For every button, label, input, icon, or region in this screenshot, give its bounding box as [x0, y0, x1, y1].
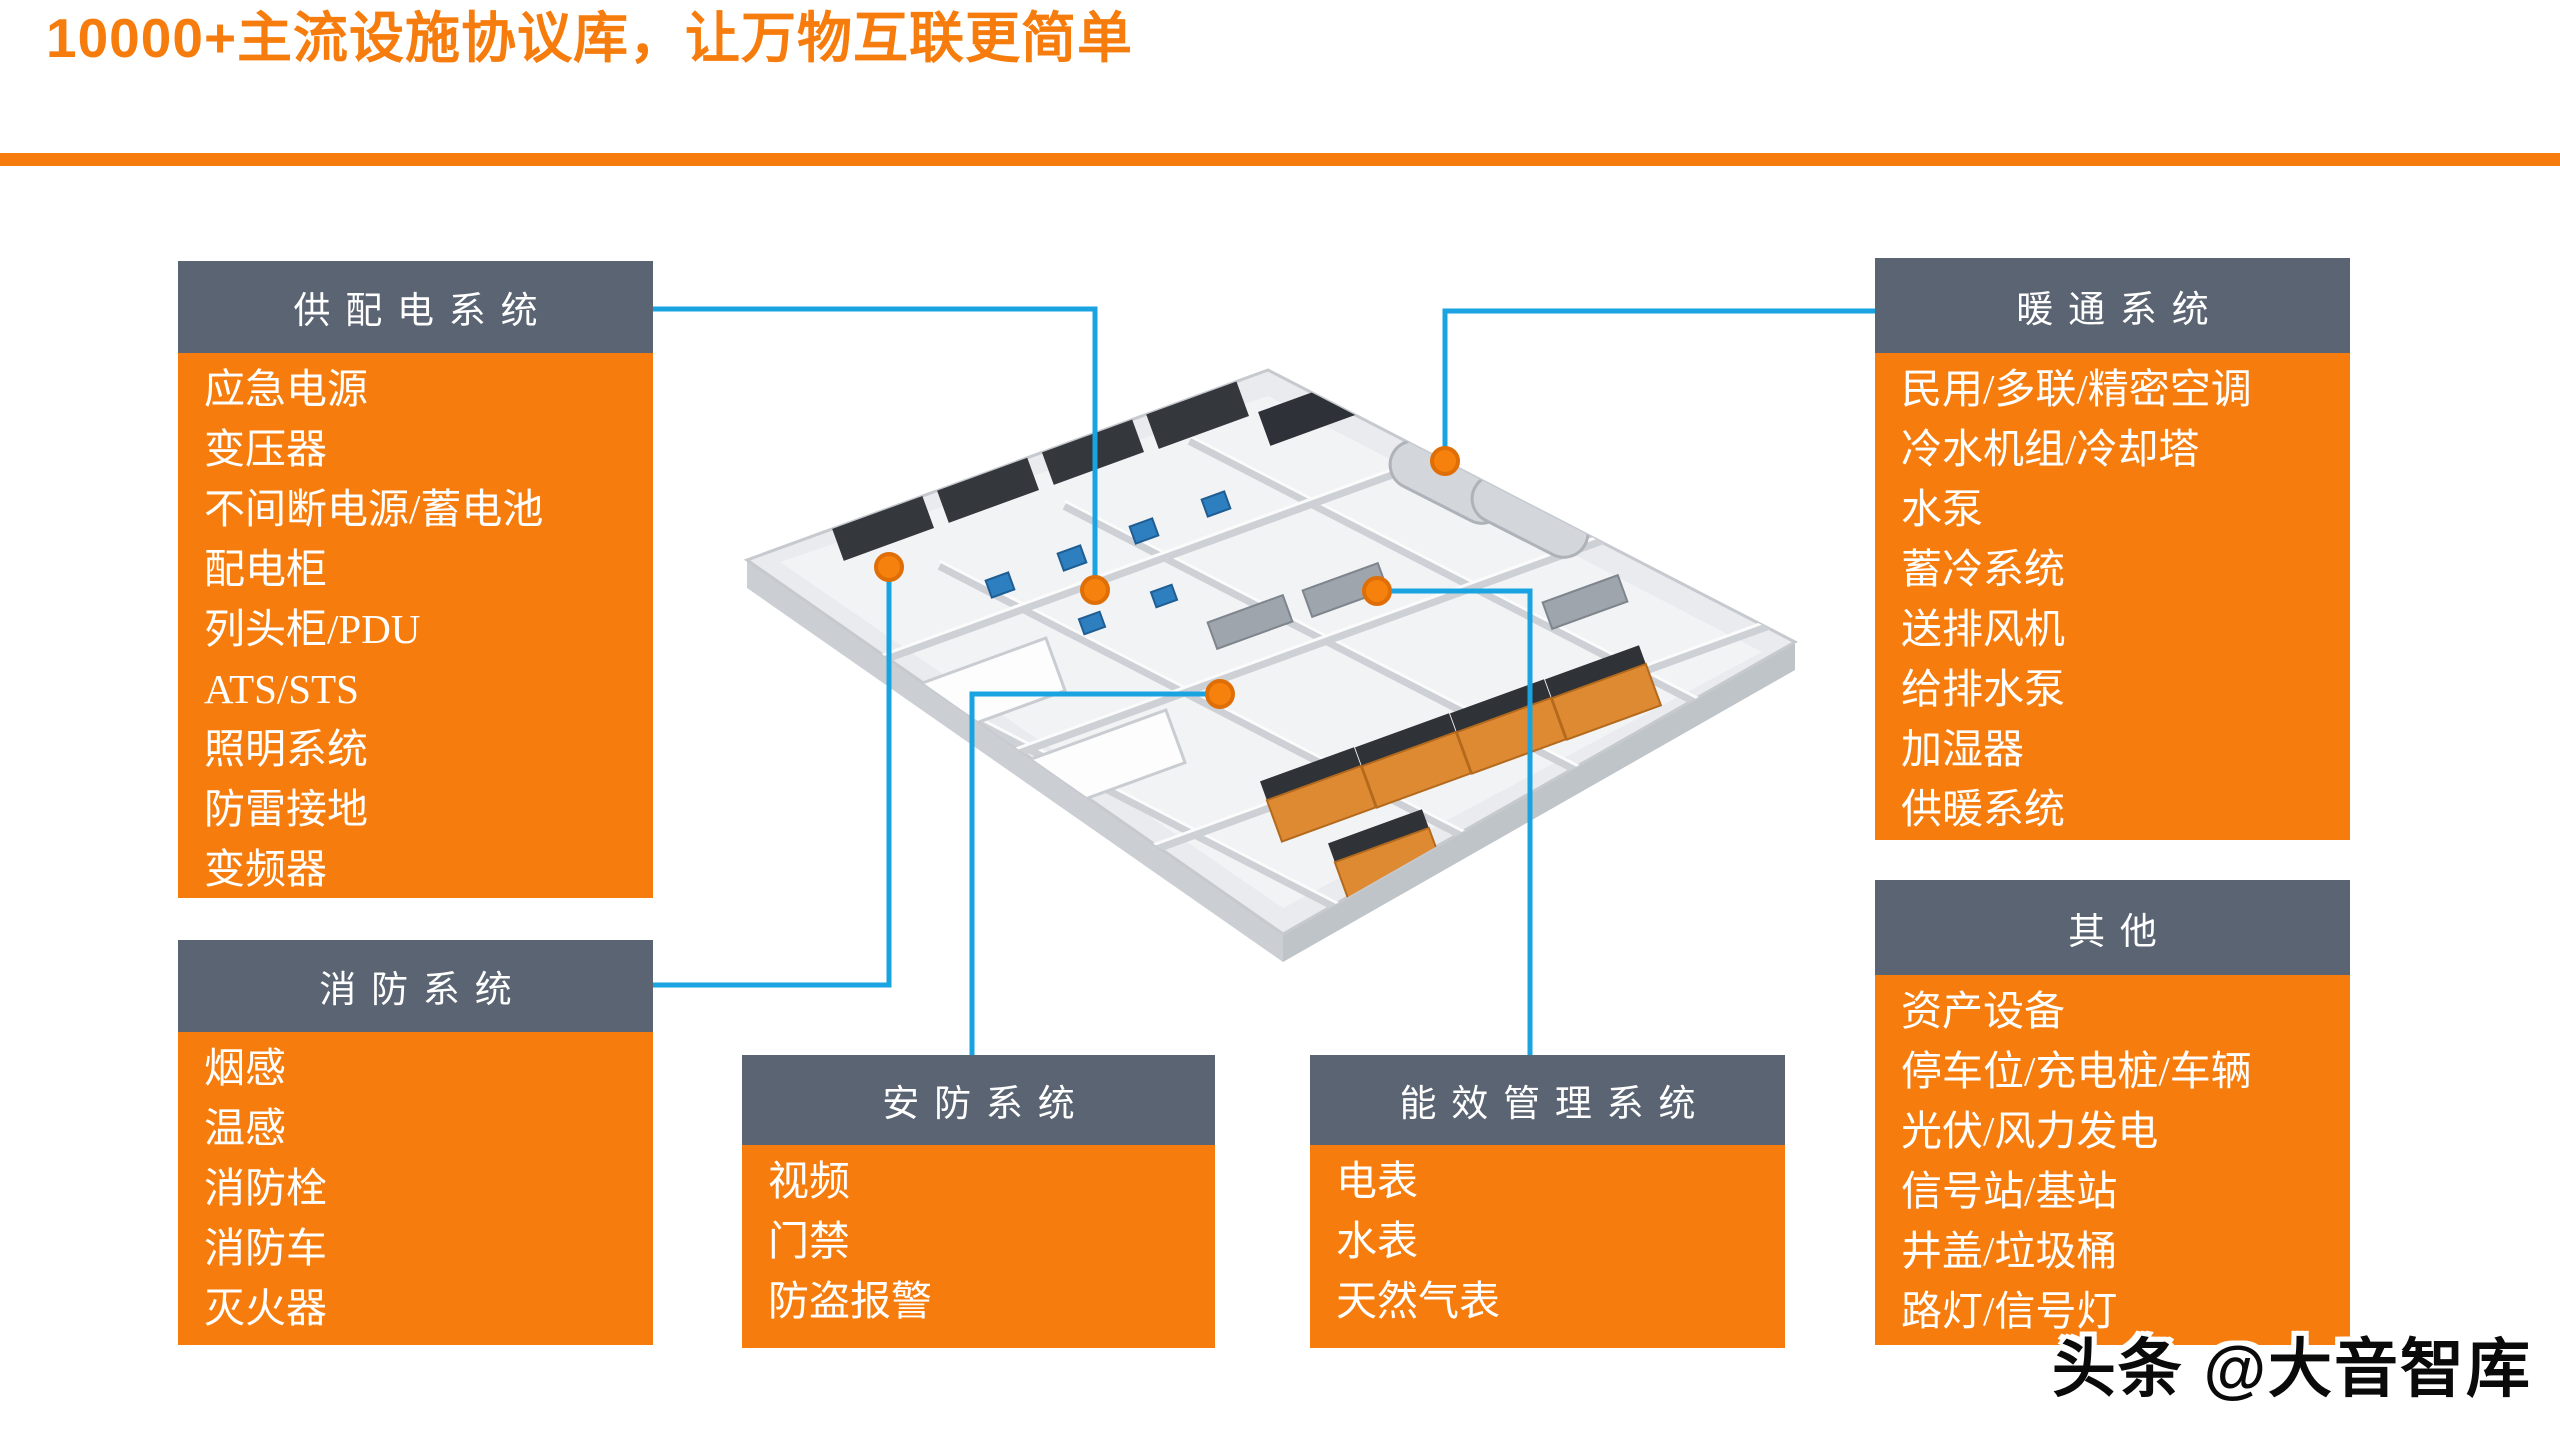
- watermark: 头条 @大音智库: [2051, 1333, 2532, 1405]
- panel-fire-protection-system: 消防系统 烟感温感消防栓消防车灭火器: [178, 940, 653, 1345]
- panel-item-list: 民用/多联/精密空调冷水机组/冷却塔水泵蓄冷系统送排风机给排水泵加湿器供暖系统: [1875, 353, 2350, 840]
- panel-energy-management-system: 能效管理系统 电表水表天然气表: [1310, 1055, 1785, 1348]
- panel-item: 加湿器: [1901, 726, 2024, 772]
- connection-dots: [874, 446, 1460, 709]
- panel-item: 列头柜/PDU: [204, 606, 421, 652]
- panel-item: 变压器: [204, 426, 327, 472]
- panel-power-distribution-system: 供配电系统 应急电源变压器不间断电源/蓄电池配电柜列头柜/PDU ATS/STS 照…: [178, 261, 653, 898]
- panel-item: 配电柜: [204, 546, 327, 592]
- cabinet-rows: [1206, 561, 1629, 651]
- panel-item: 停车位/充电桩/车辆: [1901, 1048, 2252, 1094]
- panel-item: 应急电源: [204, 366, 368, 412]
- panel-item-list: 资产设备停车位/充电桩/车辆光伏/风力发电信号站/基站井盖/垃圾桶路灯/信号灯: [1875, 975, 2350, 1345]
- floor-inner: [780, 396, 1762, 908]
- panel-item: 信号站/基站: [1901, 1168, 2118, 1214]
- panel-hvac-system: 暖通系统 民用/多联/精密空调冷水机组/冷却塔水泵蓄冷系统送排风机给排水泵加湿器…: [1875, 258, 2350, 840]
- panel-other-systems: 其他 资产设备停车位/充电桩/车辆光伏/风力发电信号站/基站井盖/垃圾桶路灯/信…: [1875, 880, 2350, 1345]
- panel-item: 蓄冷系统: [1901, 546, 2065, 592]
- connection-dot-power: [1080, 575, 1110, 605]
- panel-item-list: 电表水表天然气表: [1310, 1145, 1785, 1348]
- panel-item: 电表: [1336, 1158, 1418, 1204]
- connector-security: [969, 691, 1220, 1055]
- floor-slab-side: [747, 560, 1283, 962]
- panel-item: 资产设备: [1901, 988, 2065, 1034]
- floorplan-illustration: [743, 368, 1799, 962]
- connection-dot-hvac: [1430, 446, 1460, 476]
- pump-units: [984, 490, 1232, 636]
- panel-item: 路灯/信号灯: [1901, 1288, 2118, 1334]
- panel-item: 水泵: [1901, 486, 1983, 532]
- floor-slab-side: [1283, 642, 1795, 962]
- panel-item: 民用/多联/精密空调: [1901, 366, 2252, 412]
- panel-header: 其他: [1875, 880, 2350, 975]
- panel-item: 井盖/垃圾桶: [1901, 1228, 2118, 1274]
- panel-item: 防盗报警: [768, 1278, 932, 1324]
- panel-item: 供暖系统: [1901, 786, 2065, 832]
- panel-item: 送排风机: [1901, 606, 2065, 652]
- panel-header: 暖通系统: [1875, 258, 2350, 353]
- panel-item: 消防车: [204, 1225, 327, 1271]
- panel-item: 给排水泵: [1901, 666, 2065, 712]
- panel-header: 安防系统: [742, 1055, 1215, 1145]
- connection-dot-energy: [1362, 576, 1392, 606]
- panel-item: 视频: [768, 1158, 850, 1204]
- connector-hvac: [1442, 308, 1875, 461]
- panel-item: 消防栓: [204, 1165, 327, 1211]
- panel-item: 烟感: [204, 1045, 286, 1091]
- panel-item: 照明系统: [204, 726, 368, 772]
- panel-item: 不间断电源/蓄电池: [204, 486, 544, 532]
- panel-item-list: 视频门禁防盗报警: [742, 1145, 1215, 1348]
- connector-fire: [653, 567, 892, 988]
- panel-item: 温感: [204, 1105, 286, 1151]
- connection-dot-fire: [874, 552, 904, 582]
- panel-item: 门禁: [768, 1218, 850, 1264]
- panel-item: ATS/STS: [204, 666, 359, 712]
- title-underline-bar: [0, 153, 2560, 166]
- connector-power: [653, 306, 1098, 590]
- panel-item: 水表: [1336, 1218, 1418, 1264]
- page-title: 10000+主流设施协议库，让万物互联更简单: [46, 7, 1134, 69]
- panel-item: 光伏/风力发电: [1901, 1108, 2159, 1154]
- connection-dot-security: [1205, 679, 1235, 709]
- panel-item-list: 烟感温感消防栓消防车灭火器: [178, 1032, 653, 1345]
- panel-header: 能效管理系统: [1310, 1055, 1785, 1145]
- panel-item-list: 应急电源变压器不间断电源/蓄电池配电柜列头柜/PDU ATS/STS 照明系统防雷接…: [178, 353, 653, 898]
- panel-security-system: 安防系统 视频门禁防盗报警: [742, 1055, 1215, 1348]
- connector-lines: [653, 306, 1875, 1055]
- panel-item: 灭火器: [204, 1285, 327, 1331]
- panel-header: 供配电系统: [178, 261, 653, 353]
- generator-units: [1260, 645, 1663, 905]
- panel-item: 天然气表: [1336, 1278, 1500, 1324]
- connector-energy: [1377, 588, 1533, 1055]
- panel-item: 变频器: [204, 846, 327, 892]
- panel-item: 防雷接地: [204, 786, 368, 832]
- panel-item: 冷水机组/冷却塔: [1901, 426, 2200, 472]
- panel-header: 消防系统: [178, 940, 653, 1032]
